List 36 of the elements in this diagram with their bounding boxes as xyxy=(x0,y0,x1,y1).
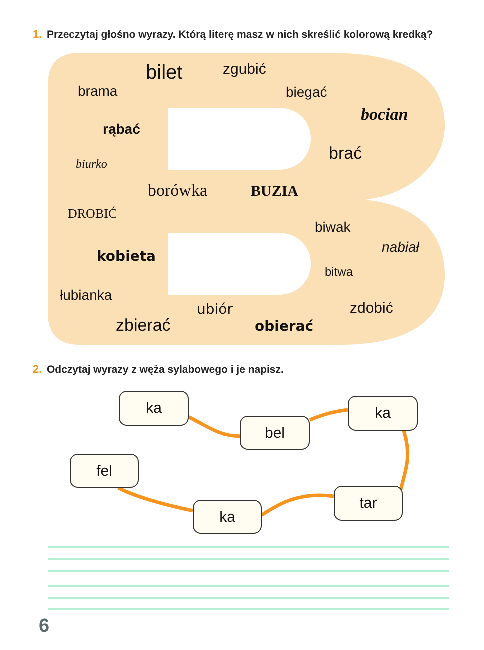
word: zdobić xyxy=(350,301,394,316)
word: DROBIĆ xyxy=(68,207,118,220)
connector-line xyxy=(309,408,348,422)
word: bitwa xyxy=(325,266,354,278)
exercise-number: 1. xyxy=(33,30,42,41)
syllable-box: bel xyxy=(240,416,310,450)
word: brać xyxy=(329,145,362,162)
word: biwak xyxy=(315,220,351,234)
exercise-number: 2. xyxy=(33,365,42,376)
word: rąbać xyxy=(103,122,140,136)
connector-line xyxy=(188,416,240,438)
connector-line xyxy=(261,494,334,517)
syllable-box: ka xyxy=(193,500,262,534)
syllable-box: ka xyxy=(119,391,189,426)
word: borówka xyxy=(148,182,208,199)
word: zbierać xyxy=(116,317,171,334)
word: bilet xyxy=(146,63,183,83)
syllable-box: fel xyxy=(70,454,139,488)
word: BUZIA xyxy=(251,185,299,200)
connector-line xyxy=(399,430,410,490)
connector-line xyxy=(118,486,194,513)
syllable-box: ka xyxy=(348,396,418,431)
word: biurko xyxy=(76,158,108,170)
word: bocian xyxy=(361,106,408,123)
instruction-text: Przeczytaj głośno wyrazy. Którą literę masz w nich skreślić kolorową kredką? xyxy=(47,30,434,40)
word: ubiór xyxy=(197,303,233,317)
word: kobieta xyxy=(97,250,156,264)
word: obierać xyxy=(255,320,314,334)
syllable-box: tar xyxy=(334,486,403,521)
word: biegać xyxy=(286,85,328,99)
instruction-text: Odczytaj wyrazy z węża sylabowego i je napisz. xyxy=(47,365,284,376)
page-number: 6 xyxy=(39,617,50,636)
word: łubianka xyxy=(60,288,112,302)
word: nabiał xyxy=(382,240,420,254)
word: zgubić xyxy=(223,62,266,77)
word: brama xyxy=(78,84,118,98)
